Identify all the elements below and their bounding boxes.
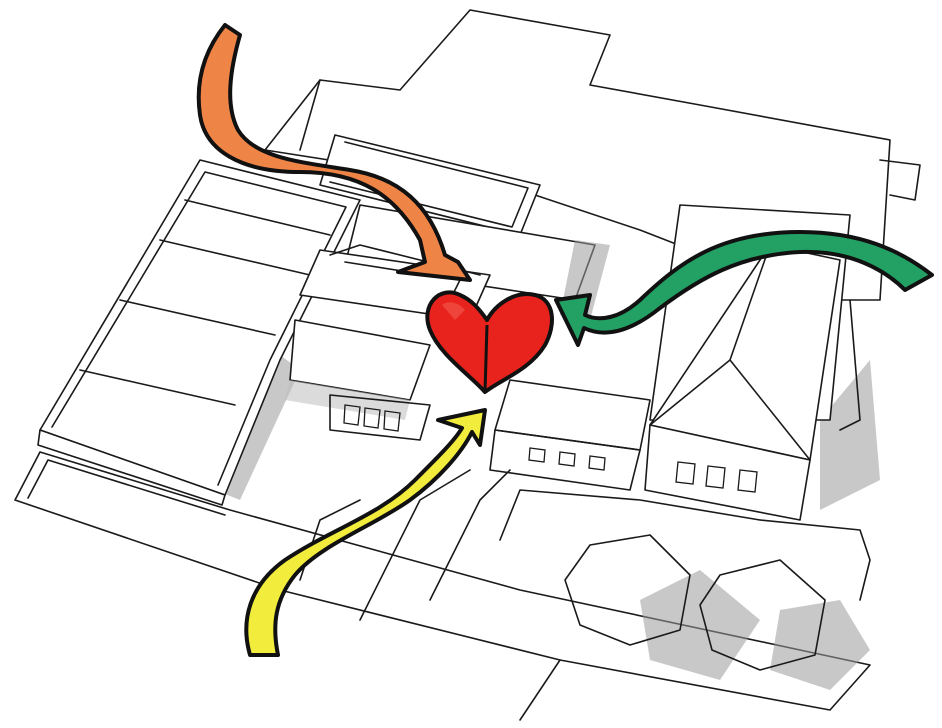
yellow-arrow-body — [244, 408, 487, 657]
green-arrow-body — [554, 230, 934, 347]
lower-middle-building — [489, 379, 651, 491]
trees — [564, 534, 870, 690]
orange-arrow-icon — [196, 23, 472, 282]
central-block — [285, 134, 610, 441]
right-building — [644, 204, 880, 521]
heart-icon — [425, 290, 554, 394]
orange-arrow-body — [196, 23, 472, 282]
green-arrow-icon — [554, 230, 934, 347]
yellow-arrow-icon — [244, 408, 487, 657]
left-building — [37, 159, 361, 506]
